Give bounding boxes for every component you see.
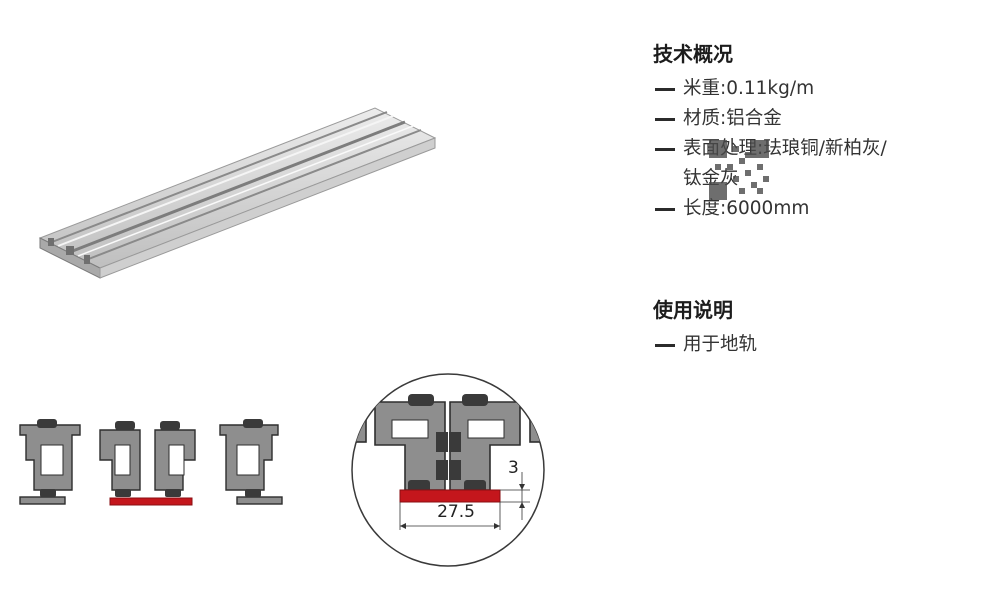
spec-length: 长度:6000mm — [653, 194, 993, 224]
dimension-width-label: 27.5 — [437, 502, 475, 522]
profile-cross-section — [19, 419, 283, 506]
usage-item-floor-track: 用于地轨 — [653, 330, 993, 360]
tech-specs-title: 技术概况 — [653, 42, 733, 66]
tech-specs-section: 技术概况 米重:0.11kg/m 材质:铝合金 表面处理:珐琅铜/新柏灰/ 钛金… — [653, 40, 993, 224]
usage-list: 用于地轨 — [653, 330, 993, 360]
spec-material: 材质:铝合金 — [653, 104, 993, 134]
spec-weight: 米重:0.11kg/m — [653, 74, 993, 104]
dimension-height-label: 3 — [508, 458, 519, 478]
tech-specs-list: 米重:0.11kg/m 材质:铝合金 表面处理:珐琅铜/新柏灰/ 钛金灰 长度:… — [653, 74, 993, 224]
usage-section: 使用说明 用于地轨 — [653, 296, 993, 360]
usage-title: 使用说明 — [653, 298, 733, 322]
spec-finish-line1: 表面处理:珐琅铜/新柏灰/ — [683, 138, 887, 159]
spec-finish: 表面处理:珐琅铜/新柏灰/ 钛金灰 — [653, 134, 993, 194]
qr-code-watermark — [709, 140, 769, 200]
detail-magnified-view: 3 27.5 — [351, 373, 545, 567]
profile-3d-render — [38, 107, 437, 279]
